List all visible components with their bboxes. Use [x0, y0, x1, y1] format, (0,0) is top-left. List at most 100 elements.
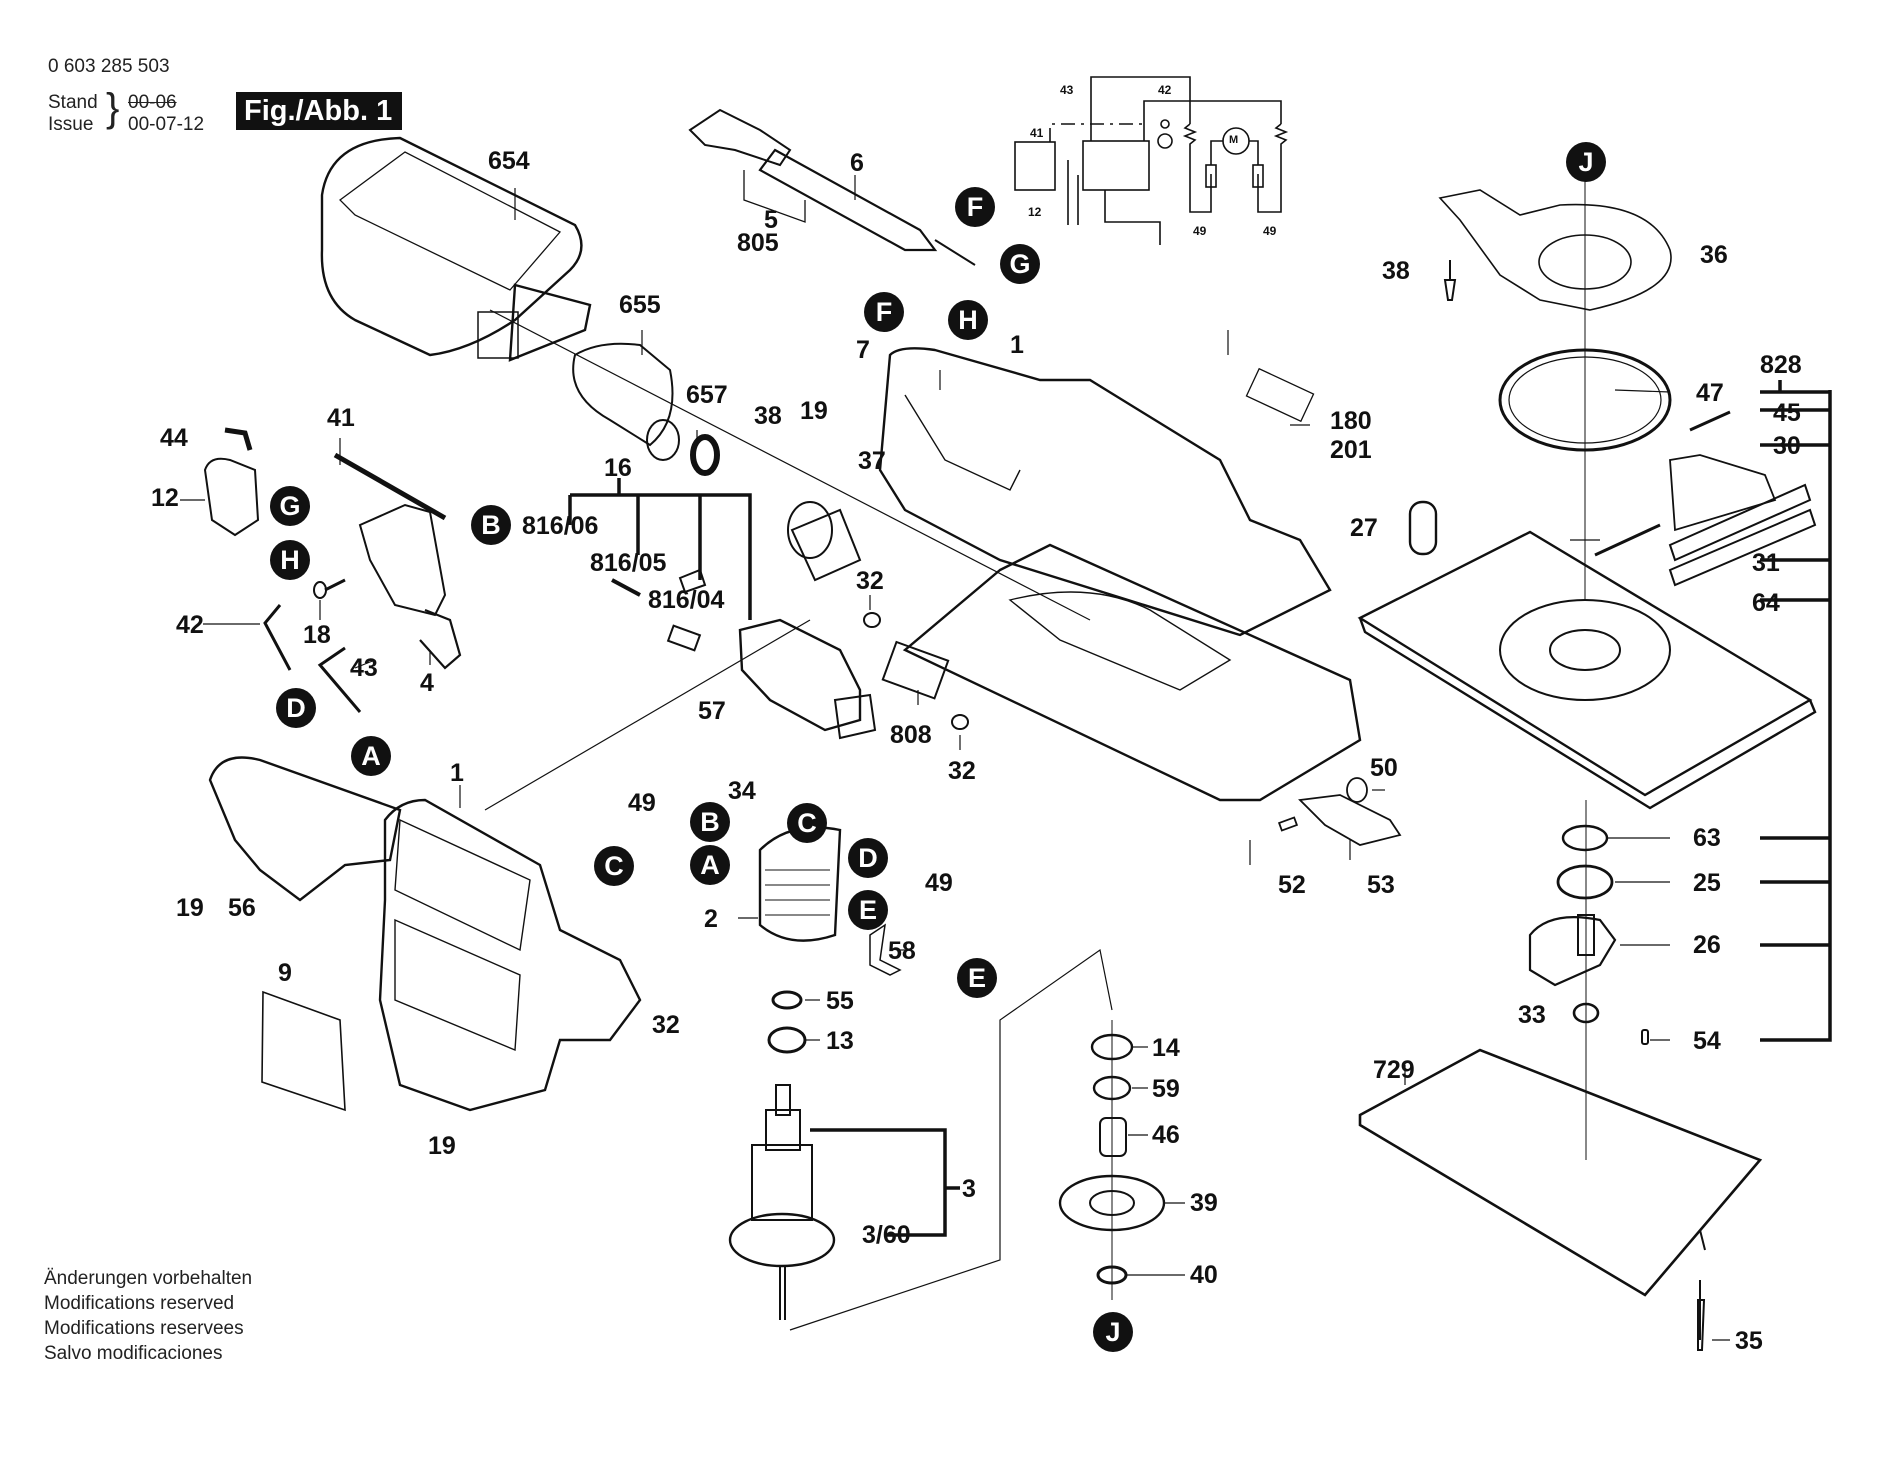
part-label-816-05: 816/05 — [590, 549, 667, 577]
part-label-808: 808 — [890, 721, 932, 749]
wiring-label-42: 42 — [1158, 83, 1172, 97]
part-label-4: 4 — [420, 669, 434, 697]
part-label-35: 35 — [1735, 1327, 1763, 1355]
part-label-816-04: 816/04 — [648, 586, 725, 614]
brace-symbol: } — [106, 86, 120, 130]
stand-date: 00-06 — [128, 92, 177, 113]
ground-symbol-icon — [1157, 133, 1173, 149]
brush-holder — [611, 501, 969, 740]
part-label-3: 3 — [962, 1175, 976, 1203]
marker-b-switch: B — [471, 505, 511, 545]
notice-de: Änderungen vorbehalten — [44, 1268, 253, 1289]
issue-date: 00-07-12 — [128, 114, 205, 135]
part-label-64: 64 — [1752, 589, 1780, 617]
part-label-805: 805 — [737, 229, 779, 257]
wiring-schematic — [1014, 76, 1289, 245]
marker-j-plate: J — [1566, 142, 1606, 182]
part-label-49-left: 49 — [628, 789, 656, 817]
notice-en: Modifications reserved — [44, 1293, 235, 1314]
part-label-39: 39 — [1190, 1189, 1218, 1217]
part-label-34: 34 — [728, 777, 756, 805]
notice-es: Salvo modificaciones — [44, 1343, 223, 1364]
wiring-label-41: 41 — [1030, 126, 1044, 140]
filter-27 — [1408, 500, 1438, 556]
part-label-12: 12 — [151, 484, 179, 512]
part-label-655: 655 — [619, 291, 661, 319]
wiring-label-49b: 49 — [1263, 224, 1277, 238]
part-label-32-upper: 32 — [856, 567, 884, 595]
part-label-50: 50 — [1370, 754, 1398, 782]
part-label-41: 41 — [327, 404, 355, 432]
marker-f-cord: F — [955, 187, 995, 227]
marker-g-cord: G — [1000, 244, 1040, 284]
marker-d-switch: D — [276, 688, 316, 728]
part-label-1-upper: 1 — [1010, 331, 1024, 359]
part-label-3-60: 3/60 — [862, 1221, 911, 1249]
motor-symbol-label: M — [1229, 134, 1239, 146]
part-label-44: 44 — [160, 424, 188, 452]
part-label-49-right: 49 — [925, 869, 953, 897]
lever-assembly — [1277, 777, 1402, 846]
part-label-9: 9 — [278, 959, 292, 987]
part-label-36: 36 — [1700, 241, 1728, 269]
marker-g-switch: G — [270, 486, 310, 526]
part-label-32-lower: 32 — [948, 757, 976, 785]
washer-32b — [951, 714, 969, 730]
marker-j-gear: J — [1093, 1312, 1133, 1352]
marker-h-cord: H — [948, 300, 988, 340]
bracket-828 — [1760, 380, 1830, 947]
marker-f-housing: F — [864, 292, 904, 332]
o-ring — [690, 434, 720, 476]
part-label-26: 26 — [1693, 931, 1721, 959]
part-label-32-side: 32 — [652, 1011, 680, 1039]
part-label-38-right: 38 — [1382, 257, 1410, 285]
housing-lower — [208, 756, 642, 1112]
marker-a-coil: A — [690, 845, 730, 885]
part-label-57: 57 — [698, 697, 726, 725]
switch-assembly — [203, 427, 462, 713]
part-label-43: 43 — [350, 654, 378, 682]
label-plate-9 — [261, 990, 346, 1112]
washer-32 — [863, 612, 881, 628]
gear-stack — [1058, 1020, 1166, 1300]
part-label-7: 7 — [856, 336, 870, 364]
part-label-816-06: 816/06 — [522, 512, 599, 540]
part-label-180: 180 — [1330, 407, 1372, 435]
leader-lines — [180, 175, 1730, 1341]
part-label-654: 654 — [488, 147, 530, 175]
wiring-label-49a: 49 — [1193, 224, 1207, 238]
part-label-201: 201 — [1330, 436, 1372, 464]
part-label-14: 14 — [1152, 1034, 1180, 1062]
part-label-19-left: 19 — [176, 894, 204, 922]
part-label-30: 30 — [1773, 432, 1801, 460]
part-label-33: 33 — [1518, 1001, 1546, 1029]
part-label-53: 53 — [1367, 871, 1395, 899]
power-cord — [688, 108, 976, 266]
part-label-63: 63 — [1693, 824, 1721, 852]
bracket-16 — [568, 478, 752, 620]
part-label-18: 18 — [303, 621, 331, 649]
part-label-58: 58 — [888, 937, 916, 965]
part-label-52: 52 — [1278, 871, 1306, 899]
right-assembly — [1357, 160, 1832, 1351]
housing-upper — [878, 347, 1362, 802]
part-label-47: 47 — [1696, 379, 1724, 407]
part-label-5: 5 — [764, 206, 778, 234]
part-label-45: 45 — [1773, 399, 1801, 427]
dust-adapter — [572, 342, 720, 476]
field-coil — [758, 826, 902, 1054]
dust-box — [320, 136, 592, 362]
part-label-59: 59 — [1152, 1075, 1180, 1103]
part-label-16: 16 — [604, 454, 632, 482]
part-label-38: 38 — [754, 402, 782, 430]
part-label-1-lower: 1 — [450, 759, 464, 787]
modifications-notice: Änderungen vorbehalten Modifications res… — [44, 1266, 252, 1366]
wiring-label-12: 12 — [1028, 205, 1042, 219]
part-label-40: 40 — [1190, 1261, 1218, 1289]
part-label-19-bottom: 19 — [428, 1132, 456, 1160]
part-label-55: 55 — [826, 987, 854, 1015]
part-label-56: 56 — [228, 894, 256, 922]
part-label-729: 729 — [1373, 1056, 1415, 1084]
